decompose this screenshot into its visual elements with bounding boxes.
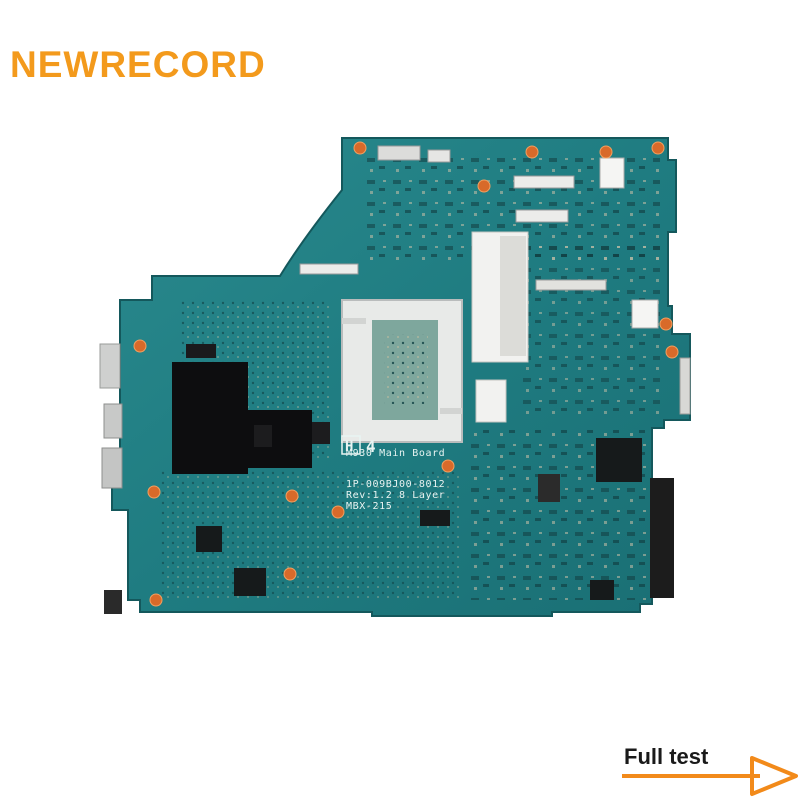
audio-jack xyxy=(104,590,122,614)
arrow-right-icon xyxy=(622,756,798,796)
ram-slot xyxy=(471,231,529,423)
full-test-label: Full test xyxy=(624,744,709,769)
silk-line-1: M930 Main Board xyxy=(346,448,445,459)
usb-port xyxy=(101,447,123,489)
silk-mark-h: H xyxy=(345,439,354,455)
cpu-socket xyxy=(341,299,463,443)
silk-mark-4: 4 xyxy=(366,437,376,456)
silk-line-2: 1P-009BJ00-8012 xyxy=(346,479,445,490)
gpu-chip-block xyxy=(172,362,248,474)
hdmi-port xyxy=(103,403,123,439)
brand-logo-text: NEWRECORD xyxy=(10,44,266,85)
sata-connector xyxy=(650,478,674,598)
silk-line-3: Rev:1.2 8 Layer xyxy=(346,490,445,501)
silk-line-4: MBX-215 xyxy=(346,501,392,512)
vga-port xyxy=(99,343,121,389)
